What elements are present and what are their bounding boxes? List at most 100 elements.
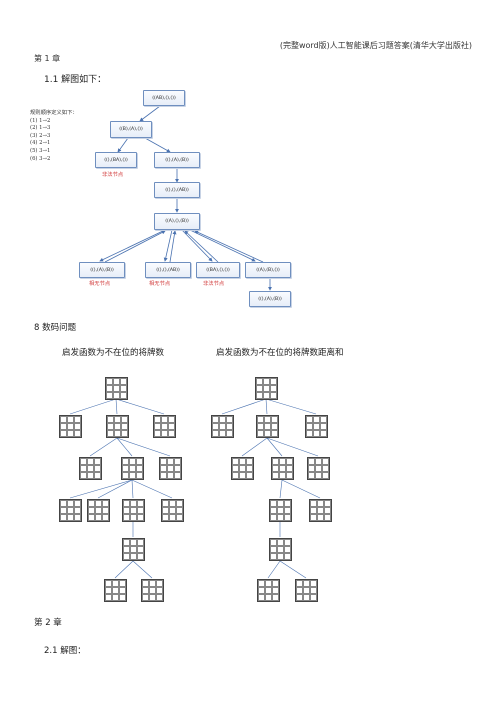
puzzle-cell bbox=[130, 514, 137, 521]
puzzle-cell bbox=[107, 423, 114, 430]
puzzle-cell bbox=[60, 430, 67, 437]
puzzle-cell bbox=[121, 423, 128, 430]
puzzle-cell bbox=[310, 500, 317, 507]
puzzle-cell bbox=[324, 500, 331, 507]
puzzle-board bbox=[161, 499, 184, 522]
tree-node-level1: ((B),(A),()) bbox=[110, 121, 152, 138]
puzzle-cell bbox=[162, 507, 169, 514]
tree-node-level2-right: ((),(A),(B)) bbox=[154, 152, 200, 168]
puzzle-cell bbox=[112, 587, 119, 594]
puzzle-cell bbox=[102, 514, 109, 521]
puzzle-cell bbox=[160, 465, 167, 472]
tree-node-leaf-3: ((BA),(),()) bbox=[196, 262, 240, 278]
puzzle-board bbox=[106, 415, 129, 438]
puzzle-board bbox=[87, 499, 110, 522]
puzzle-cell bbox=[277, 553, 284, 560]
puzzle-cell bbox=[95, 514, 102, 521]
chapter-1-title: 第 1 章 bbox=[34, 54, 61, 63]
puzzle-cell bbox=[212, 416, 219, 423]
section-2-1-title: 2.1 解图： bbox=[44, 646, 86, 656]
puzzle-cell bbox=[94, 465, 101, 472]
puzzle-cell bbox=[279, 465, 286, 472]
puzzle-cell bbox=[256, 392, 263, 399]
puzzle-cell bbox=[156, 587, 163, 594]
puzzle-cell bbox=[315, 465, 322, 472]
puzzle-cell bbox=[310, 587, 317, 594]
puzzle-cell bbox=[74, 514, 81, 521]
puzzle-cell bbox=[105, 580, 112, 587]
puzzle-board bbox=[256, 415, 279, 438]
puzzle-cell bbox=[322, 458, 329, 465]
puzzle-cell bbox=[272, 472, 279, 479]
puzzle-cell bbox=[265, 587, 272, 594]
puzzle-cell bbox=[169, 500, 176, 507]
puzzle-cell bbox=[122, 458, 129, 465]
puzzle-cell bbox=[129, 458, 136, 465]
puzzle-cell bbox=[313, 430, 320, 437]
puzzle-cell bbox=[136, 472, 143, 479]
puzzle-board bbox=[153, 415, 176, 438]
chapter-2-title: 第 2 章 bbox=[34, 618, 62, 628]
puzzle-board bbox=[121, 457, 144, 480]
puzzle-board bbox=[309, 499, 332, 522]
puzzle-cell bbox=[296, 587, 303, 594]
puzzle-board bbox=[295, 579, 318, 602]
puzzle-cell bbox=[156, 594, 163, 601]
puzzle-cell bbox=[168, 423, 175, 430]
puzzle-cell bbox=[154, 423, 161, 430]
puzzle-cell bbox=[263, 378, 270, 385]
puzzle-cell bbox=[149, 594, 156, 601]
puzzle-board bbox=[257, 579, 280, 602]
puzzle-cell bbox=[95, 500, 102, 507]
puzzle-cell bbox=[239, 458, 246, 465]
puzzle-cell bbox=[272, 594, 279, 601]
puzzle-cell bbox=[137, 539, 144, 546]
puzzle-cell bbox=[277, 546, 284, 553]
puzzle-cell bbox=[161, 430, 168, 437]
puzzle-cell bbox=[137, 546, 144, 553]
puzzle-cell bbox=[174, 472, 181, 479]
puzzle-cell bbox=[106, 385, 113, 392]
puzzle-cell bbox=[154, 416, 161, 423]
puzzle-cell bbox=[142, 580, 149, 587]
puzzle-cell bbox=[120, 385, 127, 392]
puzzle-cell bbox=[272, 587, 279, 594]
puzzle-cell bbox=[67, 514, 74, 521]
puzzle-cell bbox=[130, 546, 137, 553]
heuristic-right-label: 启发函数为不在位的将牌数距离和 bbox=[216, 348, 344, 358]
puzzle-cell bbox=[114, 423, 121, 430]
puzzle-cell bbox=[310, 514, 317, 521]
puzzle-cell bbox=[303, 594, 310, 601]
puzzle-cell bbox=[263, 385, 270, 392]
puzzle-cell bbox=[167, 472, 174, 479]
puzzle-cell bbox=[239, 472, 246, 479]
puzzle-cell bbox=[257, 423, 264, 430]
puzzle-cell bbox=[270, 385, 277, 392]
puzzle-cell bbox=[272, 465, 279, 472]
puzzle-cell bbox=[308, 465, 315, 472]
puzzle-cell bbox=[270, 553, 277, 560]
puzzle-cell bbox=[264, 430, 271, 437]
rule-line: (4) 2→1 bbox=[30, 140, 51, 147]
tree-node-leaf-1: ((),(A),(B)) bbox=[79, 262, 125, 278]
puzzle-cell bbox=[122, 472, 129, 479]
tree-node-leaf-4: ((A),(B),()) bbox=[245, 262, 291, 278]
puzzle-cell bbox=[306, 423, 313, 430]
puzzle-cell bbox=[286, 472, 293, 479]
puzzle-cell bbox=[284, 507, 291, 514]
puzzle-cell bbox=[112, 594, 119, 601]
note-duplicate-node: 相无节点 bbox=[89, 281, 111, 287]
puzzle-cell bbox=[119, 594, 126, 601]
puzzle-cell bbox=[320, 430, 327, 437]
tree-node-leaf-2: ((),(),(AB)) bbox=[145, 262, 191, 278]
puzzle-cell bbox=[176, 500, 183, 507]
puzzle-cell bbox=[256, 378, 263, 385]
puzzle-cell bbox=[246, 465, 253, 472]
puzzle-cell bbox=[306, 416, 313, 423]
puzzle-cell bbox=[270, 514, 277, 521]
eight-puzzle-title: 8 数码问题 bbox=[34, 323, 77, 333]
puzzle-cell bbox=[284, 500, 291, 507]
puzzle-cell bbox=[219, 416, 226, 423]
puzzle-cell bbox=[174, 465, 181, 472]
puzzle-board bbox=[211, 415, 234, 438]
